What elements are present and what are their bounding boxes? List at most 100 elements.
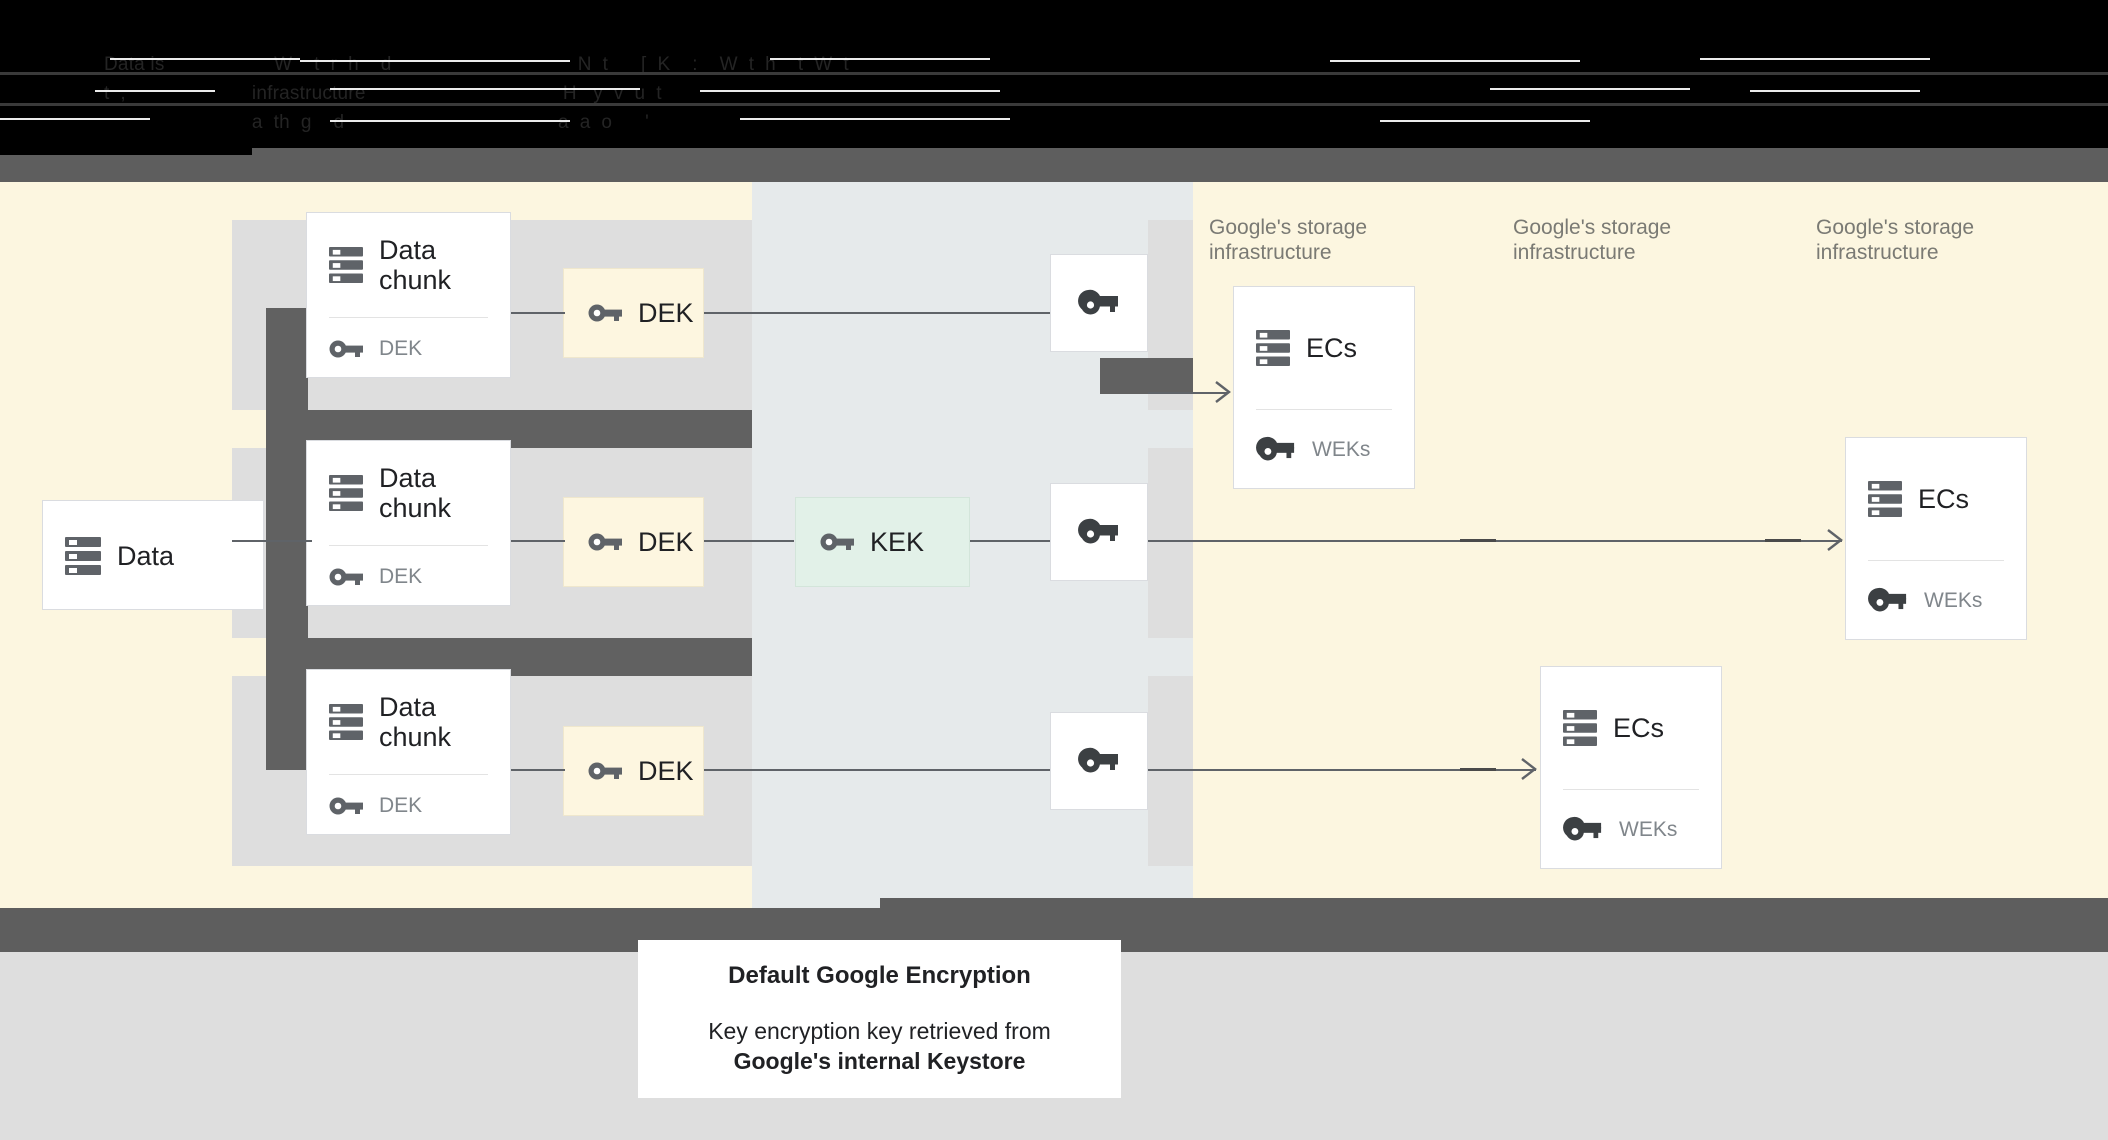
- ec-card-key-label: WEKs: [1312, 437, 1371, 461]
- dek-box-label: DEK: [638, 755, 694, 786]
- infra-label-1: Google's storage infrastructure: [1209, 216, 1368, 264]
- card-divider: [329, 774, 488, 775]
- header-strike-13: [740, 118, 1010, 120]
- arrowhead-3: [1520, 757, 1540, 781]
- arrow-line-3-segment: [1460, 768, 1496, 771]
- wek-rail-3: [1148, 676, 1193, 866]
- infra-label-2: Google's storage infrastructure: [1513, 216, 1672, 264]
- server-stack-icon: [65, 534, 101, 578]
- chunk-card-title: Data chunk: [379, 234, 452, 295]
- chunk-card-key-label: DEK: [379, 336, 423, 360]
- caption-body-prefix: Key encryption key retrieved from: [708, 1018, 1051, 1044]
- card-divider: [1256, 409, 1392, 410]
- header-strike-8: [700, 90, 1000, 92]
- connector-chunk2-dek2: [511, 540, 565, 542]
- chunk-card-title: Data chunk: [379, 462, 452, 523]
- header-strike-1: [110, 58, 300, 60]
- connector-chunk1-dek1: [511, 312, 565, 314]
- header-strike-14: [1380, 120, 1590, 122]
- header-strike-3: [770, 58, 990, 60]
- data-chunk-card-1[interactable]: Data chunk DEK: [306, 212, 511, 378]
- server-stack-icon: [329, 472, 363, 514]
- header-strike-2: [300, 60, 570, 62]
- header-strike-11: [0, 118, 150, 120]
- header-rule-a: [0, 72, 2108, 75]
- dark-spine-block: [266, 308, 308, 770]
- caption-card: Default Google Encryption Key encryption…: [638, 940, 1121, 1098]
- wrapped-key-icon: [1078, 517, 1120, 547]
- ec-card-2[interactable]: ECs WEKs: [1845, 437, 2027, 640]
- server-stack-icon: [1256, 327, 1290, 369]
- kek-box[interactable]: KEK: [795, 497, 970, 587]
- arrowhead-1: [1214, 380, 1234, 404]
- chunk-card-key-label: DEK: [379, 564, 423, 588]
- key-icon: [588, 303, 622, 323]
- header-text-line-3: a th g d a a o ': [104, 112, 649, 133]
- key-icon: [329, 339, 363, 359]
- key-icon: [329, 796, 363, 816]
- key-icon: [329, 567, 363, 587]
- connector-dek3-wek3: [704, 769, 1050, 771]
- obscured-header-banner: Data is W t r h d N t [ K : W t h t W t …: [0, 0, 2108, 155]
- chunk-card-key-label: DEK: [379, 793, 423, 817]
- wrapped-key-icon: [1563, 815, 1603, 844]
- card-divider: [329, 545, 488, 546]
- ec-card-title: ECs: [1613, 712, 1665, 743]
- dek-box-label: DEK: [638, 297, 694, 328]
- caption-title: Default Google Encryption: [728, 962, 1031, 989]
- wrapped-key-square-1[interactable]: [1050, 254, 1148, 352]
- connector-dek2-kek: [704, 540, 794, 542]
- data-card-title: Data: [117, 540, 175, 571]
- card-divider: [1563, 789, 1699, 790]
- server-stack-icon: [1563, 707, 1597, 749]
- data-chunk-card-3[interactable]: Data chunk DEK: [306, 669, 511, 835]
- wrapped-key-square-2[interactable]: [1050, 483, 1148, 581]
- header-strike-6: [95, 90, 215, 92]
- header-strike-9: [1490, 88, 1690, 90]
- wrapped-key-icon: [1078, 288, 1120, 318]
- ec-card-1[interactable]: ECs WEKs: [1233, 286, 1415, 489]
- dek-box-label: DEK: [638, 526, 694, 557]
- top-grey-band-extension: [252, 148, 2108, 182]
- ec-card-3[interactable]: ECs WEKs: [1540, 666, 1722, 869]
- ec-card-key-label: WEKs: [1924, 588, 1983, 612]
- arrow-line-2-segment-b: [1765, 539, 1801, 542]
- arrow-line-2-segment-a: [1460, 539, 1496, 542]
- header-strike-4: [1330, 60, 1580, 62]
- header-strike-12: [330, 120, 570, 122]
- server-stack-icon: [329, 244, 363, 286]
- caption-body: Key encryption key retrieved from Google…: [708, 1016, 1051, 1076]
- connector-kek-wek2: [970, 540, 1050, 542]
- caption-body-strong: Google's internal Keystore: [733, 1048, 1026, 1074]
- card-divider: [1868, 560, 2004, 561]
- key-icon: [820, 532, 854, 552]
- server-stack-icon: [329, 701, 363, 743]
- dek-box-1[interactable]: DEK: [563, 268, 704, 358]
- dek-box-3[interactable]: DEK: [563, 726, 704, 816]
- header-strike-7: [330, 88, 640, 90]
- ec-card-key-label: WEKs: [1619, 817, 1678, 841]
- wrapped-key-square-3[interactable]: [1050, 712, 1148, 810]
- arrowhead-2: [1826, 528, 1846, 552]
- server-stack-icon: [1868, 478, 1902, 520]
- wek-rail-2: [1148, 448, 1193, 638]
- ec-card-title: ECs: [1306, 332, 1358, 363]
- data-chunk-card-2[interactable]: Data chunk DEK: [306, 440, 511, 606]
- arrow-line-3: [1148, 769, 1536, 771]
- data-card[interactable]: Data: [42, 500, 264, 610]
- kek-box-label: KEK: [870, 526, 925, 557]
- dark-stub-block: [1100, 358, 1193, 394]
- header-strike-10: [1750, 90, 1920, 92]
- key-icon: [588, 761, 622, 781]
- wrapped-key-icon: [1256, 435, 1296, 464]
- header-strike-5: [1700, 58, 1930, 60]
- wrapped-key-icon: [1078, 746, 1120, 776]
- connector-chunk3-dek3: [511, 769, 565, 771]
- key-icon: [588, 532, 622, 552]
- chunk-card-title: Data chunk: [379, 691, 452, 752]
- ec-card-title: ECs: [1918, 483, 1970, 514]
- connector-data-to-spine: [232, 540, 312, 542]
- wrapped-key-icon: [1868, 586, 1908, 615]
- dek-box-2[interactable]: DEK: [563, 497, 704, 587]
